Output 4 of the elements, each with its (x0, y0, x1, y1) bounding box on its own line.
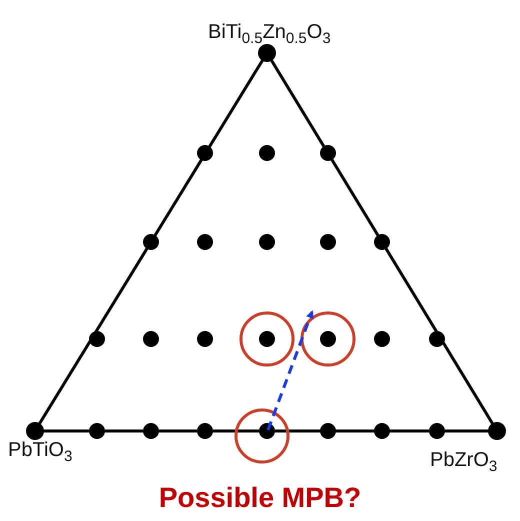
formula-label: BiTi$_{0.5}$Zn$_{0.5}$O$_{3}$ (208, 22, 331, 46)
formula-label: PbZrO$_{3}$ (430, 450, 498, 474)
formula-label: PbTiO$_{3}$ (8, 440, 72, 464)
caption: Possible MPB? (158, 482, 362, 513)
